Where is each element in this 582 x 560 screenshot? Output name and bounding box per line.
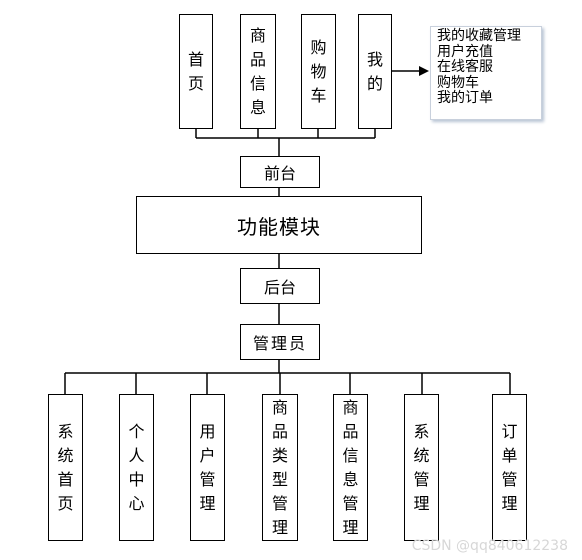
submenu-item: 购物车 <box>437 74 479 91</box>
admin-product-info-mgmt-label: 商品信息管理 <box>342 397 359 537</box>
admin-order-mgmt-label: 订单管理 <box>501 421 518 513</box>
admin-system-mgmt-box: 系统管理 <box>404 394 439 541</box>
admin-product-type-mgmt-box: 商品类型管理 <box>262 394 298 541</box>
admin-order-mgmt-box: 订单管理 <box>492 394 527 541</box>
admin-system-mgmt-label: 系统管理 <box>413 421 430 513</box>
admin-user-mgmt-label: 用户管理 <box>199 421 216 513</box>
admin-personal-center-label: 个人中心 <box>128 421 145 513</box>
admin-label: 管理员 <box>252 334 307 353</box>
submenu-item: 用户充值 <box>437 43 493 60</box>
front-cart-label: 购物车 <box>310 37 327 105</box>
submenu-item: 我的收藏管理 <box>437 28 521 44</box>
front-home-label: 首页 <box>188 49 205 93</box>
front-mine-label: 我的 <box>367 49 384 93</box>
front-home-box: 首页 <box>179 14 213 129</box>
admin-user-mgmt-box: 用户管理 <box>190 394 225 541</box>
submenu-item: 在线客服 <box>437 59 493 75</box>
mine-submenu-note: 我的收藏管理 用户充值 在线客服 购物车 我的订单 <box>430 26 542 120</box>
back-label: 后台 <box>263 278 296 297</box>
admin-product-type-mgmt-label: 商品类型管理 <box>272 397 289 537</box>
admin-product-info-mgmt-box: 商品信息管理 <box>333 394 368 541</box>
function-module-label: 功能模块 <box>237 214 321 239</box>
front-box: 前台 <box>240 156 320 188</box>
submenu-item: 我的订单 <box>437 90 493 106</box>
admin-home-label: 系统首页 <box>57 421 74 513</box>
admin-personal-center-box: 个人中心 <box>119 394 154 541</box>
admin-box: 管理员 <box>240 324 320 360</box>
back-box: 后台 <box>240 268 320 304</box>
admin-home-box: 系统首页 <box>48 394 83 541</box>
function-module-box: 功能模块 <box>136 196 422 254</box>
front-label: 前台 <box>263 164 296 183</box>
front-cart-box: 购物车 <box>301 14 336 129</box>
front-product-info-label: 商品信息 <box>250 25 267 117</box>
front-product-info-box: 商品信息 <box>240 14 276 129</box>
arrow-head <box>419 66 429 76</box>
front-mine-box: 我的 <box>358 14 392 129</box>
watermark: CSDN @qq840612238 <box>411 538 568 554</box>
